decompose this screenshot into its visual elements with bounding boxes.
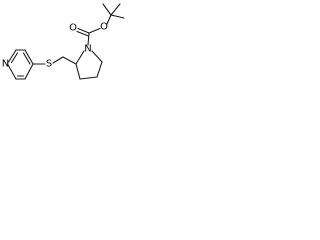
pyridine-bond-c4-c5-inner — [22, 52, 31, 65]
ester-oxygen-label: O — [100, 22, 108, 33]
bond-tbu-methyl-2 — [110, 3, 121, 16]
bond-tbu-methyl-1 — [102, 3, 112, 16]
pyridine-bond-n-c2 — [6, 63, 17, 80]
carbonyl-oxygen-label: O — [69, 23, 77, 34]
bond-o-ester-tbu-c — [106, 14, 112, 25]
pyrrolidine-bond-c2-n — [75, 50, 85, 65]
pyrrolidine-bond-c3-c2 — [75, 63, 81, 80]
pyridine-bond-c3-c4 — [24, 63, 34, 80]
carbonyl-oxygen-atom: O — [69, 23, 77, 34]
ester-oxygen-atom: O — [100, 22, 108, 33]
sulfur-label: S — [46, 59, 52, 70]
pyrrolidine-ring — [75, 50, 103, 80]
bond-carbonyl-double-1 — [77, 27, 90, 34]
pyridine-nitrogen-label: N — [2, 59, 9, 70]
bond-carbonyl-c-o-ester — [88, 27, 101, 34]
pyrrolidine-bond-n-c5 — [91, 50, 103, 63]
sulfur-atom: S — [46, 59, 52, 70]
pyridine-nitrogen-atom: N — [2, 59, 9, 70]
bond-carbonyl-double-2 — [76, 30, 90, 37]
molecule-structure-diagram: N S N O O — [2, 3, 125, 80]
pyridine-bond-c4-c5 — [24, 49, 34, 65]
bond-n-carbonyl-c — [87, 32, 90, 46]
bond-ch2-pyrrolidine-c2 — [62, 56, 77, 65]
pyridine-ring — [6, 49, 34, 80]
pyridine-bond-c6-n-inner — [10, 52, 19, 64]
pyrrolidine-nitrogen-atom: N — [84, 44, 91, 55]
pyridine-bond-c6-n — [7, 49, 17, 63]
boc-group — [76, 3, 125, 46]
bond-sulfur-ch2 — [52, 56, 64, 64]
pyrrolidine-bond-c5-c4 — [96, 61, 103, 78]
thioether-linker — [32, 56, 77, 65]
bond-tbu-methyl-3 — [110, 14, 125, 19]
pyrrolidine-bond-c4-c3 — [79, 76, 98, 80]
pyrrolidine-nitrogen-label: N — [84, 44, 91, 55]
